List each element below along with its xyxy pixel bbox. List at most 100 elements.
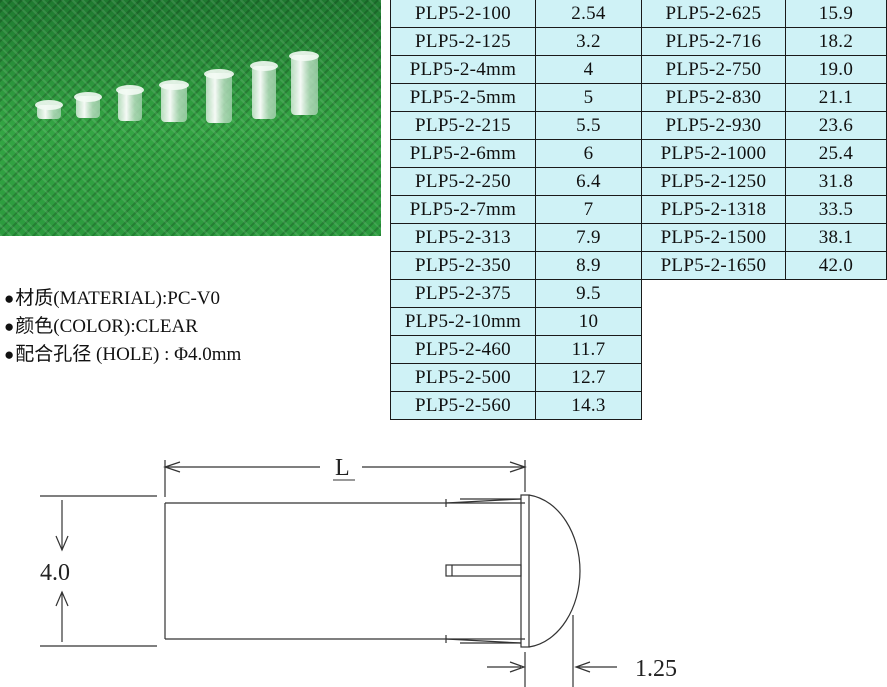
spec-color-text: 颜色(COLOR):CLEAR [15, 316, 198, 337]
length-value-cell: 10 [535, 307, 642, 336]
spec-material-text: 材质(MATERIAL):PC-V0 [15, 288, 221, 309]
part-number-cell: PLP5-2-500 [390, 363, 536, 392]
spec-color: ●颜色(COLOR):CLEAR [4, 313, 241, 341]
pipe-7 [289, 51, 319, 115]
part-number-cell: PLP5-2-1250 [641, 167, 786, 196]
pipe-5 [204, 69, 234, 123]
part-number-cell: PLP5-2-6mm [390, 139, 536, 168]
pipe-2 [74, 92, 102, 118]
flange-thickness-label: 1.25 [635, 656, 677, 682]
length-value-cell: 7.9 [535, 223, 642, 252]
part-number-cell: PLP5-2-4mm [390, 55, 536, 84]
length-value-cell: 3.2 [535, 27, 642, 56]
length-label: L [335, 455, 350, 481]
pipe-3 [116, 85, 144, 121]
part-number-cell: PLP5-2-750 [641, 55, 786, 84]
light-pipes-illustration [35, 51, 319, 123]
part-number-cell: PLP5-2-716 [641, 27, 786, 56]
spec-hole-text: 配合孔径 (HOLE) : Φ4.0mm [15, 344, 242, 365]
pipe-1 [35, 100, 63, 119]
flange-outline [445, 494, 530, 648]
flange-dimension-line [487, 661, 617, 673]
l-dimension-line [163, 461, 527, 473]
length-value-cell: 8.9 [535, 251, 642, 280]
length-value-cell: 4 [535, 55, 642, 84]
length-value-cell: 33.5 [784, 195, 887, 224]
length-value-cell: 14.3 [535, 391, 642, 420]
bullet-icon: ● [4, 345, 15, 364]
length-value-cell: 38.1 [784, 223, 887, 252]
spec-hole: ●配合孔径 (HOLE) : Φ4.0mm [4, 341, 241, 369]
spec-material: ●材质(MATERIAL):PC-V0 [4, 285, 241, 313]
length-value-cell: 25.4 [784, 139, 887, 168]
part-number-cell: PLP5-2-460 [390, 335, 536, 364]
length-value-cell: 5 [535, 83, 642, 112]
part-number-cell: PLP5-2-375 [390, 279, 536, 308]
part-number-cell: PLP5-2-10mm [390, 307, 536, 336]
length-value-cell: 31.8 [784, 167, 887, 196]
dimension-drawing: L 4.0 1.25 [40, 455, 677, 687]
part-number-cell: PLP5-2-125 [390, 27, 536, 56]
center-pin-outline [445, 564, 522, 577]
part-number-cell: PLP5-2-215 [390, 111, 536, 140]
length-value-cell: 9.5 [535, 279, 642, 308]
pipe-4 [159, 80, 189, 122]
dome-cap-outline [528, 494, 581, 648]
length-value-cell: 11.7 [535, 335, 642, 364]
part-number-cell: PLP5-2-1000 [641, 139, 786, 168]
diameter-label: 4.0 [40, 560, 70, 586]
length-value-cell: 23.6 [784, 111, 887, 140]
part-number-cell: PLP5-2-250 [390, 167, 536, 196]
bullet-icon: ● [4, 289, 15, 308]
length-value-cell: 21.1 [784, 83, 887, 112]
length-value-cell: 2.54 [535, 0, 642, 28]
part-number-cell: PLP5-2-830 [641, 83, 786, 112]
part-number-cell: PLP5-2-1318 [641, 195, 786, 224]
length-value-cell: 18.2 [784, 27, 887, 56]
product-photo [0, 0, 381, 236]
part-number-cell: PLP5-2-313 [390, 223, 536, 252]
part-number-cell: PLP5-2-5mm [390, 83, 536, 112]
part-number-cell: PLP5-2-350 [390, 251, 536, 280]
length-value-cell: 19.0 [784, 55, 887, 84]
length-value-cell: 42.0 [784, 251, 887, 280]
part-number-cell: PLP5-2-7mm [390, 195, 536, 224]
spec-list: ●材质(MATERIAL):PC-V0 ●颜色(COLOR):CLEAR ●配合… [4, 285, 241, 369]
pipe-6 [250, 61, 278, 119]
part-number-cell: PLP5-2-1500 [641, 223, 786, 252]
part-number-cell: PLP5-2-100 [390, 0, 536, 28]
part-number-cell: PLP5-2-625 [641, 0, 786, 28]
length-value-cell: 15.9 [784, 0, 887, 28]
length-value-cell: 6 [535, 139, 642, 168]
part-number-cell: PLP5-2-560 [390, 391, 536, 420]
length-value-cell: 7 [535, 195, 642, 224]
length-value-cell: 12.7 [535, 363, 642, 392]
